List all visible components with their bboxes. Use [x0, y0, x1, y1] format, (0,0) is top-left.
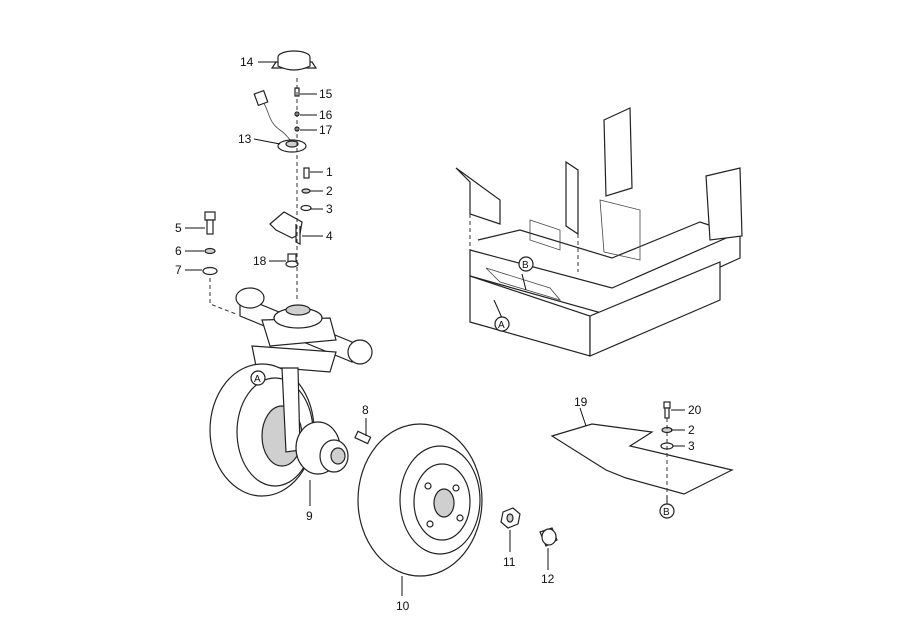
reference-B-plate: B — [659, 503, 675, 519]
svg-text:B: B — [663, 507, 670, 518]
part-stud — [354, 430, 372, 445]
leader-lines — [185, 61, 685, 596]
callout-11: 11 — [503, 555, 516, 569]
part-sensor-with-cable — [253, 89, 307, 153]
part-bolt-5 — [204, 211, 216, 235]
part-washer-3 — [300, 204, 312, 212]
callout-3: 3 — [326, 202, 333, 216]
callout-20: 20 — [688, 403, 702, 417]
steer-wheel-left — [209, 363, 315, 497]
callout-16: 16 — [319, 108, 333, 122]
part-bolt-20 — [663, 401, 671, 419]
callout-4: 4 — [326, 229, 333, 243]
callout-5: 5 — [175, 221, 182, 235]
part-washer-2 — [301, 188, 311, 194]
chassis-frame — [455, 107, 743, 357]
part-washer-6 — [204, 247, 216, 255]
callout-6: 6 — [175, 244, 182, 258]
part-plate — [550, 423, 734, 495]
callout-7: 7 — [175, 263, 182, 277]
callout-2b: 2 — [688, 423, 695, 437]
callout-17: 17 — [319, 123, 333, 137]
part-nut — [500, 507, 521, 529]
part-washer-7 — [202, 266, 218, 276]
callout-19: 19 — [574, 395, 588, 409]
reference-A-wheel: A — [250, 370, 266, 386]
wheel-hub — [295, 421, 349, 475]
callout-14: 14 — [240, 55, 254, 69]
reference-A-chassis: A — [494, 316, 510, 332]
callout-15: 15 — [319, 87, 333, 101]
callout-1: 1 — [326, 165, 333, 179]
reference-B-chassis: B — [518, 256, 534, 272]
callout-10: 10 — [396, 599, 410, 613]
callout-2: 2 — [326, 184, 333, 198]
steer-wheel-right — [357, 423, 483, 577]
callout-13: 13 — [238, 132, 252, 146]
part-fitting — [285, 253, 299, 268]
part-cover-cap — [270, 50, 318, 71]
part-bolt-1 — [303, 167, 310, 179]
callout-8: 8 — [362, 403, 369, 417]
callout-3b: 3 — [688, 439, 695, 453]
callout-12: 12 — [541, 572, 555, 586]
assembly-line-left — [209, 278, 237, 315]
part-cap-nut — [539, 527, 558, 547]
callout-18: 18 — [253, 254, 267, 268]
svg-text:A: A — [498, 320, 505, 331]
svg-text:A: A — [254, 374, 261, 385]
svg-text:B: B — [522, 260, 529, 271]
steer-axle-housing — [235, 287, 373, 373]
callout-9: 9 — [306, 509, 313, 523]
